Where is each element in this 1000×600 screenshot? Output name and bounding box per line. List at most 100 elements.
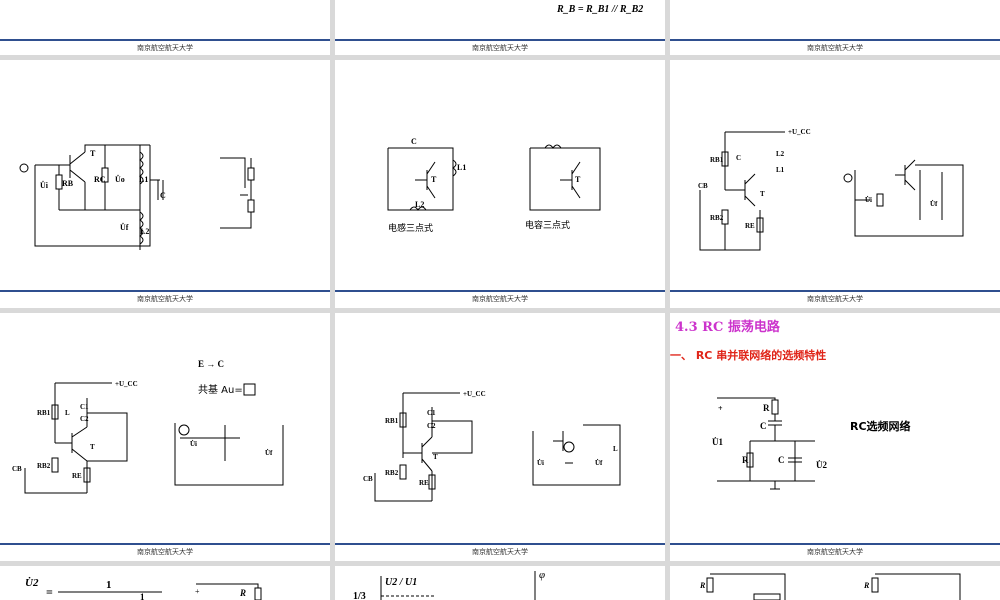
label-re: RE: [72, 472, 82, 480]
slide-footer: 南京航空航天大学: [335, 290, 665, 304]
label-t: T: [433, 453, 438, 461]
label-ucc: +U_CC: [788, 128, 811, 136]
circuit-diagram-seiler: +U_CC RB1 RB2 RE CB C1 C2 T U̇i U̇f L: [363, 390, 621, 502]
label-uf: U̇f: [930, 200, 938, 208]
numerator: 1: [106, 579, 112, 591]
label-t: T: [90, 149, 96, 158]
label-l1: L1: [776, 166, 785, 174]
caption-inductive: 电感三点式: [388, 222, 433, 234]
formula-rb: R_B = R_B1 // R_B2: [557, 4, 644, 15]
slide-top-right: 南京航空航天大学: [670, 0, 1000, 55]
label-ui: U̇i: [190, 440, 197, 448]
label-ucc: +U_CC: [115, 380, 138, 388]
label-l: L: [613, 445, 618, 453]
caption-capacitive: 电容三点式: [525, 219, 570, 231]
slide-top-left: 南京航空航天大学: [0, 0, 330, 55]
label-r-parallel: R: [742, 455, 749, 465]
frequency-response-plot: U2 / U1 1/3 φ: [353, 569, 545, 600]
label-rb2: RB2: [37, 462, 51, 470]
label-r-left: R: [699, 581, 706, 590]
label-l2: L2: [140, 227, 149, 236]
label-l1: L1: [457, 163, 466, 172]
label-t: T: [431, 175, 437, 184]
label-r-series: R: [763, 403, 770, 413]
label-rb1: RB1: [37, 409, 51, 417]
label-ucc: +U_CC: [463, 390, 486, 398]
label-cb: CB: [363, 475, 373, 483]
slide-footer: 南京航空航天大学: [0, 290, 330, 304]
label-rb2: RB2: [385, 469, 399, 477]
circuit-diagram-transformer-feedback: U̇i RB T RC U̇o L1 C U̇f L2: [19, 144, 255, 250]
label-u1: U̇1: [712, 437, 723, 447]
label-uf: U̇f: [595, 459, 603, 467]
label-l: L: [65, 409, 70, 417]
label-uo: U̇o: [115, 174, 125, 184]
slide-footer: 南京航空航天大学: [0, 39, 330, 53]
label-c2: C2: [80, 415, 89, 423]
slide-mid-right: +U_CC RB1 RB2 RE CB C L2 L1 T U̇i U̇f 南京…: [670, 60, 1000, 308]
slide-footer: 南京航空航天大学: [670, 543, 1000, 557]
slide-top-middle: R_B = R_B1 // R_B2 南京航空航天大学: [335, 0, 665, 55]
section-heading: 4.3 RC 振荡电路: [675, 320, 780, 335]
slide-low-middle: +U_CC RB1 RB2 RE CB C1 C2 T U̇i U̇f L 南京…: [335, 313, 665, 561]
slide-footer: 南京航空航天大学: [670, 39, 1000, 53]
label-ui: U̇i: [865, 196, 872, 204]
label-c-series: C: [760, 421, 767, 431]
label-l1: L1: [139, 175, 148, 184]
label-rb: RB: [62, 179, 74, 188]
slide-bottom-left: U̇2 = 1 1 + R: [0, 566, 330, 600]
label-c2: C2: [427, 422, 436, 430]
label-ratio: U2 / U1: [385, 577, 417, 588]
label-uf: U̇f: [120, 222, 129, 232]
label-rb2: RB2: [710, 214, 724, 222]
label-re: RE: [419, 479, 429, 487]
slide-mid-left: U̇i RB T RC U̇o L1 C U̇f L2 南京航空航天大学: [0, 60, 330, 308]
label-cb: CB: [698, 182, 708, 190]
transfer-function: U̇2 = 1 1 + R: [25, 576, 262, 600]
label-uf: U̇f: [265, 449, 273, 457]
slide-footer: 南京航空航天大学: [670, 290, 1000, 304]
label-r-right: R: [863, 581, 870, 590]
label-l2: L2: [415, 200, 424, 209]
label-ui: U̇i: [537, 459, 544, 467]
circuit-partial: R R: [699, 573, 961, 600]
label-c1: C1: [427, 409, 436, 417]
text-e-to-c: E → C: [198, 359, 224, 369]
rc-network-diagram: + R C U̇1 R C U̇2 RC选频网络: [712, 397, 911, 490]
svg-text:+: +: [718, 404, 723, 413]
circuit-diagram-three-point: C L1 L2 T T 电感三点式 电容三点式: [387, 137, 601, 234]
label-u2: U̇2: [816, 460, 827, 470]
label-c: C: [411, 137, 417, 146]
slide-low-right: 4.3 RC 振荡电路 一、 RC 串并联网络的选频特性 + R C U̇1 R: [670, 313, 1000, 561]
label-cb: CB: [12, 465, 22, 473]
label-phi: φ: [539, 569, 545, 581]
label-u2: U̇2: [25, 576, 39, 589]
slide-footer: 南京航空航天大学: [0, 543, 330, 557]
label-rc: RC: [94, 175, 106, 184]
label-l2: L2: [776, 150, 785, 158]
label-c1: C1: [80, 403, 89, 411]
label-third: 1/3: [353, 591, 366, 600]
slide-low-left: +U_CC RB1 RB2 RE CB L C1 C2 T U̇i U̇f E …: [0, 313, 330, 561]
label-c: C: [736, 154, 741, 162]
label-rb1: RB1: [710, 156, 724, 164]
label-c: C: [160, 191, 166, 200]
label-re: RE: [745, 222, 755, 230]
blank-box: [243, 383, 256, 396]
slide-bottom-right: R R: [670, 566, 1000, 600]
circuit-diagram-colpitts: +U_CC RB1 RB2 RE CB C L2 L1 T U̇i U̇f: [698, 128, 964, 251]
slide-mid-middle: C L1 L2 T T 电感三点式 电容三点式 南京航空航天大学: [335, 60, 665, 308]
slide-footer: 南京航空航天大学: [335, 39, 665, 53]
label-c-parallel: C: [778, 455, 785, 465]
label-t-right: T: [575, 175, 581, 184]
label-rc-network: RC选频网络: [850, 419, 911, 433]
section-subheading: 一、 RC 串并联网络的选频特性: [670, 349, 827, 362]
circuit-diagram-clapp: +U_CC RB1 RB2 RE CB L C1 C2 T U̇i U̇f E …: [12, 359, 284, 494]
label-r: R: [239, 588, 246, 598]
slide-bottom-middle: U2 / U1 1/3 φ: [335, 566, 665, 600]
label-rb1: RB1: [385, 417, 399, 425]
slide-footer: 南京航空航天大学: [335, 543, 665, 557]
label-t: T: [90, 443, 95, 451]
label-t: T: [760, 190, 765, 198]
label-ui: U̇i: [40, 180, 49, 190]
